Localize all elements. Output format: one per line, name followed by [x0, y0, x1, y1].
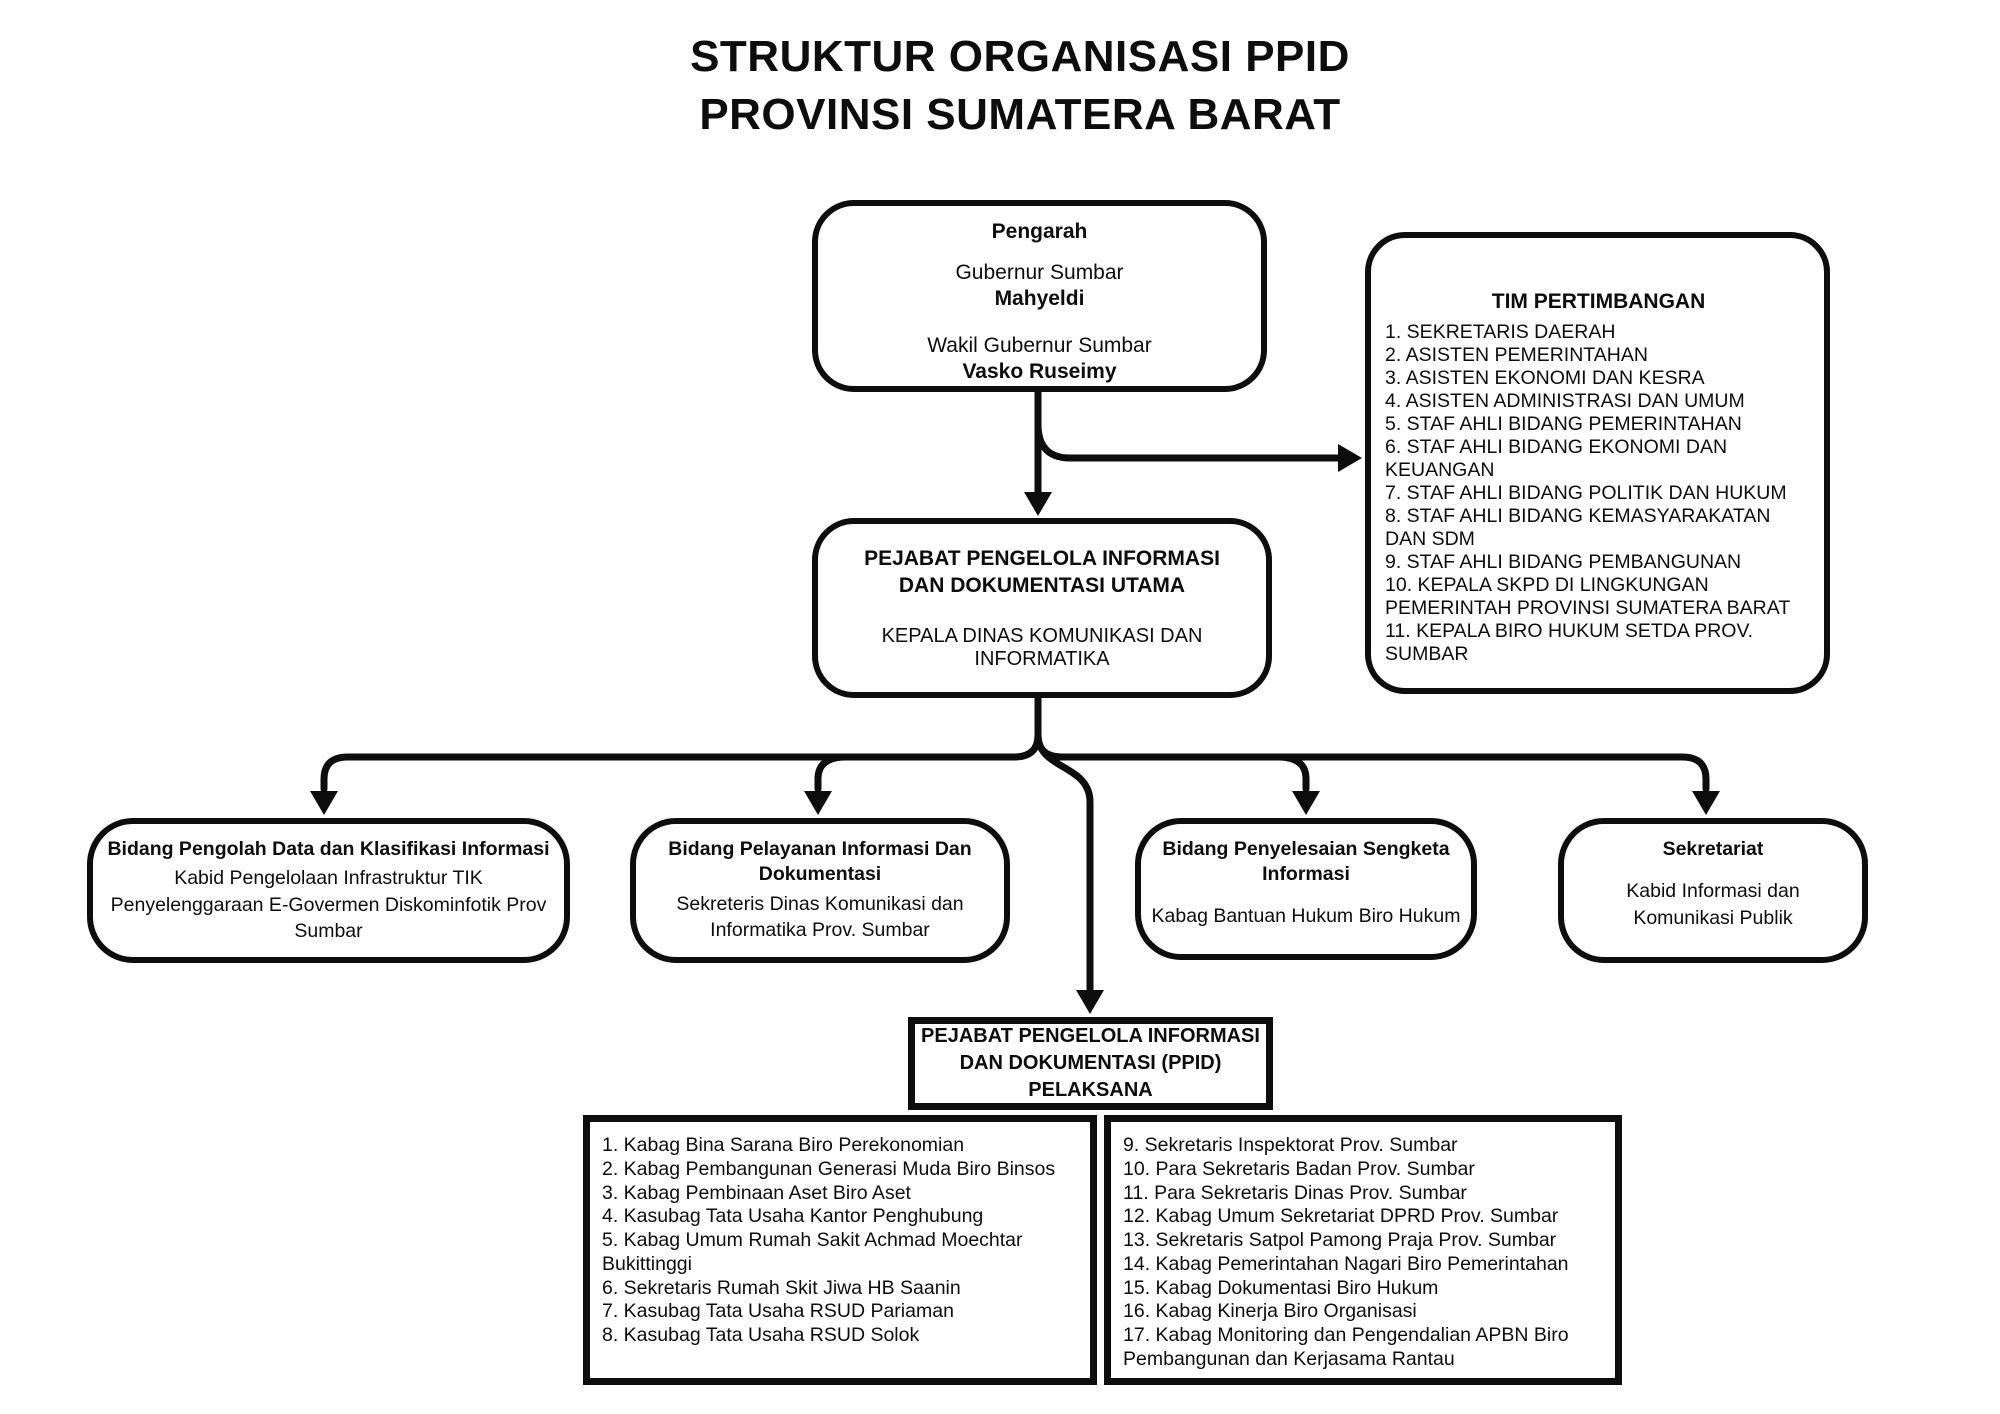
tim-item: 8. STAF AHLI BIDANG KEMASYARAKATAN DAN S…	[1385, 505, 1771, 550]
pelaksana-item: 4. Kasubag Tata Usaha Kantor Penghubung	[602, 1205, 984, 1228]
pelaksana-item: 5. Kabag Umum Rumah Sakit Achmad Moechta…	[602, 1229, 1023, 1275]
tim-item: 5. STAF AHLI BIDANG PEMERINTAHAN	[1385, 413, 1742, 435]
connector-drop-bidang2	[814, 753, 850, 793]
tim-item: 11. KEPALA BIRO HUKUM SETDA PROV. SUMBAR	[1385, 620, 1754, 665]
tim-item: 10. KEPALA SKPD DI LINGKUNGAN PEMERINTAH…	[1385, 574, 1791, 619]
pelaksana-list-left: 1. Kabag Bina Sarana Biro Perekonomian 2…	[583, 1115, 1097, 1385]
connector-branch-left	[320, 731, 1042, 793]
pelaksana-item: 17. Kabag Monitoring dan Pengendalian AP…	[1123, 1324, 1569, 1371]
bidang-pengolah-data-title: Bidang Pengolah Data dan Klasifikasi Inf…	[107, 838, 550, 860]
sekretariat-box: Sekretariat Kabid Informasi dan Komunika…	[1558, 818, 1868, 963]
pelaksana-item: 8. Kasubag Tata Usaha RSUD Solok	[602, 1324, 920, 1347]
pengarah-role-2: Wakil Gubernur Sumbar	[927, 334, 1152, 358]
tim-item: 4. ASISTEN ADMINISTRASI DAN UMUM	[1385, 390, 1745, 412]
arrowhead-utama	[1024, 492, 1052, 516]
pelaksana-item: 16. Kabag Kinerja Biro Organisasi	[1123, 1300, 1417, 1323]
pengarah-role-1: Gubernur Sumbar	[955, 261, 1124, 284]
pelaksana-item: 11. Para Sekretaris Dinas Prov. Sumbar	[1123, 1181, 1467, 1204]
bidang-pelayanan-subtitle: Sekreteris Dinas Komunikasi dan Informat…	[676, 893, 964, 942]
ppid-pelaksana-title: PEJABAT PENGELOLA INFORMASI DAN DOKUMENT…	[921, 1024, 1260, 1102]
pelaksana-item: 13. Sekretaris Satpol Pamong Praja Prov.…	[1123, 1229, 1557, 1252]
ppid-utama-subtitle: KEPALA DINAS KOMUNIKASI DAN INFORMATIKA	[881, 625, 1203, 671]
page-title-line2: PROVINSI SUMATERA BARAT	[699, 90, 1341, 140]
page-title-line1: STRUKTUR ORGANISASI PPID	[690, 32, 1350, 81]
pelaksana-item: 14. Kabag Pemerintahan Nagari Biro Pemer…	[1123, 1252, 1569, 1275]
tim-item: 2. ASISTEN PEMERINTAHAN	[1385, 344, 1648, 366]
tim-pertimbangan-box: TIM PERTIMBANGAN 1. SEKRETARIS DAERAH 2.…	[1365, 232, 1830, 694]
bidang-pelayanan-title: Bidang Pelayanan Informasi Dan Dokumenta…	[668, 838, 972, 886]
ppid-utama-box: PEJABAT PENGELOLA INFORMASI DAN DOKUMENT…	[812, 518, 1272, 698]
sekretariat-subtitle: Kabid Informasi dan Komunikasi Publik	[1626, 880, 1800, 929]
bidang-pengolah-data-box: Bidang Pengolah Data dan Klasifikasi Inf…	[87, 818, 570, 963]
connector-pengarah-to-tim	[1034, 420, 1342, 462]
connector-branch-right	[1034, 731, 1710, 793]
pelaksana-item: 2. Kabag Pembangunan Generasi Muda Biro …	[602, 1157, 1056, 1180]
connector-drop-pelaksana	[1034, 731, 1094, 993]
pengarah-name-2: Vasko Ruseimy	[962, 359, 1117, 383]
pengarah-box: Pengarah Gubernur Sumbar Mahyeldi Wakil …	[812, 200, 1267, 392]
pelaksana-list-right: 9. Sekretaris Inspektorat Prov. Sumbar 1…	[1104, 1115, 1622, 1385]
ppid-utama-title: PEJABAT PENGELOLA INFORMASI DAN DOKUMENT…	[864, 546, 1220, 597]
tim-item: 7. STAF AHLI BIDANG POLITIK DAN HUKUM	[1385, 482, 1787, 504]
connector-drop-bidang3	[1274, 753, 1310, 793]
arrowhead-bidang1	[310, 791, 338, 815]
pelaksana-item: 1. Kabag Bina Sarana Biro Perekonomian	[602, 1134, 965, 1156]
arrowhead-tim	[1338, 444, 1362, 472]
arrowhead-bidang3	[1292, 791, 1320, 815]
arrowhead-bidang2	[804, 791, 832, 815]
bidang-sengketa-title: Bidang Penyelesaian Sengketa Informasi	[1162, 838, 1450, 886]
tim-item: 6. STAF AHLI BIDANG EKONOMI DAN KEUANGAN	[1385, 436, 1728, 481]
pelaksana-item: 15. Kabag Dokumentasi Biro Hukum	[1123, 1276, 1439, 1299]
pelaksana-item: 6. Sekretaris Rumah Skit Jiwa HB Saanin	[602, 1276, 961, 1299]
bidang-sengketa-subtitle: Kabag Bantuan Hukum Biro Hukum	[1151, 904, 1461, 927]
pengarah-header: Pengarah	[991, 220, 1088, 243]
tim-item: 3. ASISTEN EKONOMI DAN KESRA	[1385, 367, 1705, 389]
pelaksana-item: 7. Kasubag Tata Usaha RSUD Pariaman	[602, 1300, 954, 1323]
pelaksana-item: 12. Kabag Umum Sekretariat DPRD Prov. Su…	[1123, 1205, 1559, 1228]
ppid-pelaksana-box: PEJABAT PENGELOLA INFORMASI DAN DOKUMENT…	[908, 1017, 1273, 1110]
tim-item: 1. SEKRETARIS DAERAH	[1385, 321, 1616, 343]
tim-item: 9. STAF AHLI BIDANG PEMBANGUNAN	[1385, 551, 1742, 573]
bidang-sengketa-box: Bidang Penyelesaian Sengketa Informasi K…	[1135, 818, 1477, 960]
pelaksana-item: 9. Sekretaris Inspektorat Prov. Sumbar	[1123, 1134, 1458, 1156]
bidang-pengolah-data-subtitle: Kabid Pengelolaan Infrastruktur TIK Peny…	[110, 867, 547, 942]
arrowhead-bidang4	[1692, 791, 1720, 815]
tim-header: TIM PERTIMBANGAN	[1491, 290, 1706, 313]
pelaksana-item: 10. Para Sekretaris Badan Prov. Sumbar	[1123, 1157, 1475, 1180]
page-title: STRUKTUR ORGANISASI PPID PROVINSI SUMATE…	[420, 28, 1620, 144]
bidang-pelayanan-box: Bidang Pelayanan Informasi Dan Dokumenta…	[630, 818, 1010, 963]
pelaksana-item: 3. Kabag Pembinaan Aset Biro Aset	[602, 1181, 911, 1204]
arrowhead-pelaksana	[1076, 990, 1104, 1014]
sekretariat-title: Sekretariat	[1662, 838, 1764, 860]
pengarah-name-1: Mahyeldi	[994, 286, 1085, 310]
